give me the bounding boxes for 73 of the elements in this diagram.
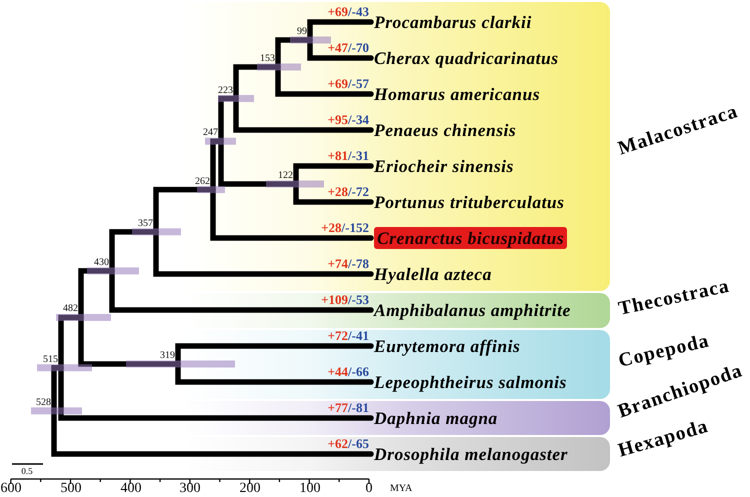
species-label: Eurytemora affinis [374, 335, 520, 357]
species-label: Procambarus clarkii [374, 11, 532, 33]
tree-branch [175, 343, 374, 367]
gene-gain-loss-count: +28/-152 [321, 221, 369, 234]
axis-tick-label: 500 [60, 482, 82, 496]
gene-gain-loss-count: +81/-31 [328, 149, 369, 162]
gene-gain-loss-count: +28/-72 [328, 185, 369, 198]
gene-gain-loss-count: +47/-70 [328, 41, 369, 54]
species-label: Daphnia magna [374, 407, 498, 429]
tree-branch [109, 268, 374, 313]
divergence-time-label: 528 [36, 398, 51, 408]
tree-branch [58, 314, 84, 370]
species-label: Lepeophtheirus salmonis [374, 371, 567, 393]
gene-gain-loss-count: +62/-65 [328, 437, 369, 450]
clade-label: Thecostraca [616, 276, 732, 320]
divergence-time-label: 99 [297, 27, 307, 37]
tree-branch [233, 96, 374, 133]
tree-branch [218, 96, 239, 144]
species-label: Portunus trituberculatus [374, 191, 564, 213]
gene-gain-loss-count: +44/-66 [328, 365, 369, 378]
tree-branch [153, 186, 216, 235]
species-label: Hyalella azteca [374, 263, 492, 285]
divergence-time-label: 153 [260, 54, 275, 64]
divergence-time-label: 247 [203, 128, 218, 138]
divergence-time-label: 482 [63, 304, 78, 314]
axis-tick-label: 100 [300, 482, 320, 496]
tree-branch [78, 314, 181, 367]
axis-tick-label: 0 [366, 482, 372, 496]
tree-branch [307, 37, 374, 61]
scale-bar-label: 0.5 [21, 467, 33, 476]
gene-gain-loss-count: +72/-41 [328, 329, 369, 342]
tree-branch [51, 408, 374, 457]
tree-branch [293, 181, 374, 205]
divergence-time-label: 319 [160, 351, 175, 361]
tree-branch [109, 229, 159, 274]
axis-tick-label: 400 [120, 482, 142, 496]
divergence-time-label: 515 [43, 354, 58, 365]
divergence-time-label: 430 [94, 258, 109, 268]
species-label: Penaeus chinensis [374, 119, 516, 141]
divergence-time-label: 262 [195, 176, 210, 187]
tree-branch [175, 361, 374, 385]
axis-tick-label: 300 [180, 482, 200, 496]
clade-label: Copepoda [616, 331, 712, 372]
species-label: Drosophila melanogaster [374, 443, 568, 465]
species-label: Eriocheir sinensis [374, 155, 514, 177]
tree-branch [218, 138, 299, 187]
axis-tick-label: 200 [240, 482, 260, 496]
gene-gain-loss-count: +69/-57 [328, 77, 369, 90]
gene-gain-loss-count: +109/-53 [321, 293, 369, 306]
gene-gain-loss-count: +74/-78 [328, 257, 369, 270]
tree-branch [275, 64, 374, 97]
tree-branch [51, 364, 64, 414]
highlighted-species-label: Crenarctus bicuspidatus [374, 227, 568, 249]
species-label: Cherax quadricarinatus [374, 47, 559, 69]
tree-branch [293, 163, 374, 187]
tree-branch [58, 364, 374, 421]
gene-gain-loss-count: +69/-43 [328, 5, 369, 18]
divergence-time-label: 223 [218, 86, 233, 96]
divergence-time-label: 122 [278, 171, 293, 181]
gene-gain-loss-count: +77/-81 [328, 401, 369, 414]
gene-gain-loss-count: +95/-34 [328, 113, 369, 126]
tree-branch [233, 64, 281, 102]
tree-branch [275, 37, 313, 70]
axis-tick-label: 600 [0, 482, 22, 496]
species-label: Amphibalanus amphitrite [374, 299, 571, 321]
tree-branch [153, 229, 374, 277]
tree-branch [307, 19, 374, 43]
species-label: Homarus americanus [374, 83, 540, 105]
divergence-time-label: 357 [138, 218, 153, 229]
tree-branch [210, 186, 374, 241]
tree-branch [210, 138, 224, 192]
tree-branch [78, 268, 115, 320]
axis-title: MYA [390, 484, 412, 494]
